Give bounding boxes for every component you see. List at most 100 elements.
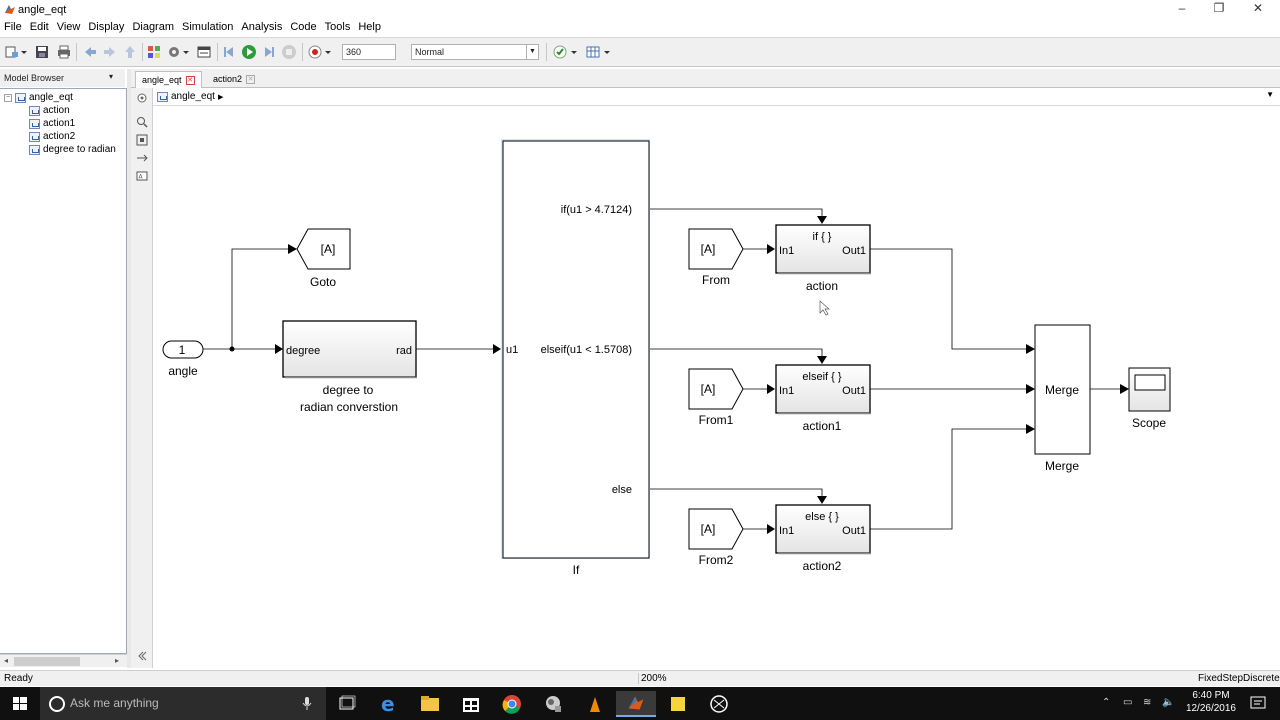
model-browser-header: Model Browser ▾ [0,69,125,87]
media-app-icon[interactable] [699,691,739,717]
menu-edit[interactable]: Edit [29,21,49,33]
edge-browser-icon[interactable]: e [370,691,410,717]
merge-block[interactable] [1034,324,1091,455]
menu-file[interactable]: File [4,21,22,33]
build-dropdown-icon[interactable] [603,44,611,60]
run-icon[interactable] [241,44,257,60]
menu-analysis[interactable]: Analysis [241,21,283,33]
panel-splitter[interactable] [127,69,131,668]
mouse-cursor-icon [819,300,830,316]
chevron-down-icon[interactable]: ▼ [526,45,538,59]
subsystem-icon [29,144,40,155]
print-icon[interactable] [56,44,72,60]
store-icon[interactable] [451,691,491,717]
menu-tools[interactable]: Tools [324,21,351,33]
new-model-icon[interactable] [4,44,20,60]
step-back-icon[interactable] [221,44,237,60]
minimize-button[interactable]: – [1178,1,1186,15]
record-icon[interactable] [307,44,323,60]
chrome-icon[interactable] [492,691,532,717]
action2-subsystem[interactable] [775,504,871,554]
file-explorer-icon[interactable] [410,691,450,717]
record-dropdown-icon[interactable] [324,44,332,60]
restore-button[interactable]: ❐ [1213,1,1225,15]
zoom-icon[interactable] [136,116,148,128]
action1-subsystem[interactable] [775,364,871,414]
microphone-icon[interactable] [302,696,312,711]
menu-simulation[interactable]: Simulation [182,21,234,33]
scrollbar-thumb[interactable] [14,657,80,666]
panel-menu-icon[interactable]: ▾ [108,72,113,81]
stop-icon[interactable] [281,44,297,60]
simulation-mode-select[interactable]: Normal ▼ [411,44,539,60]
tray-chevron-up-icon[interactable]: ⌃ [1102,697,1111,708]
action-subsystem[interactable] [775,224,871,274]
action-center-icon[interactable] [1250,695,1266,711]
tree-root[interactable]: − angle_eqt [4,91,73,104]
forward-icon[interactable] [102,44,118,60]
tree-item-label: action1 [43,118,76,129]
scroll-right-icon[interactable]: ▸ [115,656,120,665]
menu-view[interactable]: View [56,21,81,33]
tree-item-action1[interactable]: action1 [29,117,75,130]
fit-to-view-icon[interactable] [136,134,148,146]
tree-item-degree-to-radian[interactable]: degree to radian [29,143,116,156]
battery-icon[interactable]: ▭ [1123,697,1133,708]
model-explorer-icon[interactable] [196,44,212,60]
matlab-taskbar-icon[interactable] [616,691,656,717]
from1-block[interactable] [688,368,744,410]
settings-gear-icon[interactable] [166,44,182,60]
goto-block[interactable] [296,228,351,270]
tab-action2[interactable]: action2✕ [207,71,261,88]
wifi-icon[interactable]: ≋ [1143,697,1152,708]
volume-icon[interactable]: 🔈 [1162,697,1175,708]
windows-start-icon[interactable] [0,687,40,720]
menu-display[interactable]: Display [88,21,125,33]
degree-to-radian-block[interactable] [282,320,417,378]
cortana-search-box[interactable]: Ask me anything [40,687,326,720]
model-advisor-icon[interactable] [552,44,568,60]
address-dropdown-icon[interactable]: ▼ [1266,90,1274,99]
app-icon[interactable] [533,691,573,717]
model-canvas[interactable]: 1 angle [A] Goto degree rad degree to ra… [153,106,1280,668]
new-dropdown-icon[interactable] [20,44,28,60]
tree-item-action2[interactable]: action2 [29,130,75,143]
cortana-circle-icon [49,696,65,712]
up-icon[interactable] [122,44,138,60]
inport-block[interactable] [162,340,204,359]
breadcrumb-arrow-icon[interactable]: ▶ [217,93,224,101]
sticky-notes-icon[interactable] [658,691,698,717]
back-icon[interactable] [82,44,98,60]
breadcrumb[interactable]: angle_eqt ▶ [157,91,223,102]
menu-help[interactable]: Help [358,21,381,33]
system-clock[interactable]: 6:40 PM 12/26/2016 [1186,689,1236,715]
save-icon[interactable] [34,44,50,60]
tree-item-action[interactable]: action [29,104,70,117]
arrow-icon[interactable] [136,152,148,164]
inport-label: angle [168,364,198,378]
advisor-dropdown-icon[interactable] [570,44,578,60]
menu-code[interactable]: Code [290,21,317,33]
scroll-left-icon[interactable]: ◂ [4,656,9,665]
if-block[interactable] [502,140,650,559]
collapse-palette-icon[interactable] [136,650,148,662]
hide-explorer-icon[interactable] [136,92,148,104]
close-tab-icon[interactable]: ✕ [185,76,195,86]
close-tab-icon[interactable]: ✕ [246,75,256,85]
task-view-icon[interactable] [327,691,367,717]
model-icon [15,92,26,103]
build-grid-icon[interactable] [585,44,601,60]
vlc-icon[interactable] [575,691,615,717]
from2-block[interactable] [688,508,744,550]
library-browser-icon[interactable] [146,44,162,60]
menu-diagram[interactable]: Diagram [132,21,175,33]
annotation-icon[interactable]: A [136,170,148,182]
browser-horizontal-scrollbar[interactable]: ◂ ▸ [0,654,127,667]
tab-angle-eqt[interactable]: angle_eqt✕ [135,71,202,88]
stop-time-input[interactable]: 360 [342,44,396,60]
close-window-button[interactable]: ✕ [1252,1,1264,15]
from-block[interactable] [688,228,744,270]
settings-dropdown-icon[interactable] [182,44,190,60]
collapse-icon[interactable]: − [4,93,12,102]
step-forward-icon[interactable] [261,44,277,60]
